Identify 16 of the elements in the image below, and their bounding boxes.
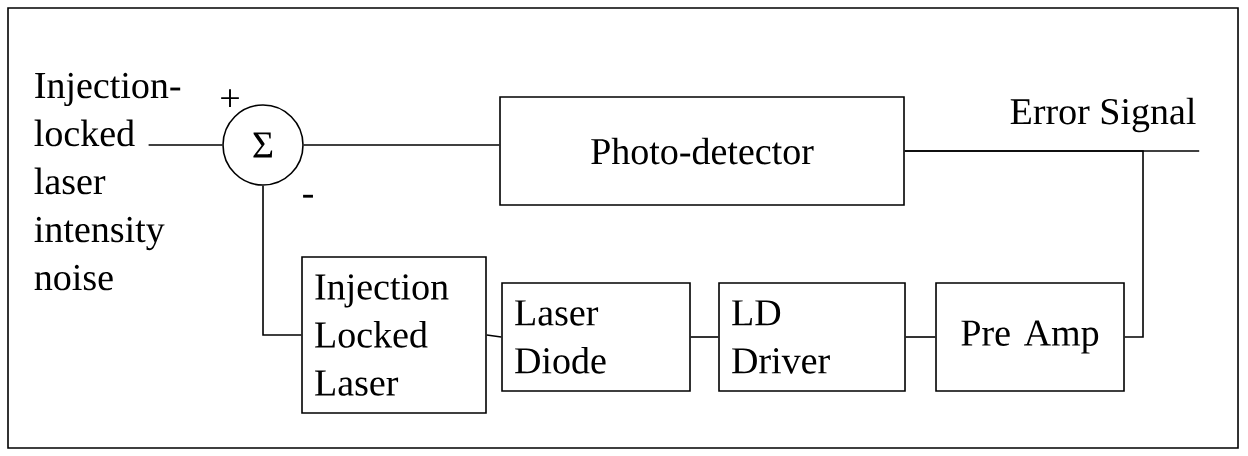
- process-box: Laser Diode: [501, 282, 691, 392]
- connector-line: [905, 336, 936, 338]
- connector-line: [904, 150, 1144, 338]
- process-box: Injection Locked Laser: [301, 256, 487, 414]
- output-label: Error Signal: [1010, 97, 1196, 133]
- process-box: LD Driver: [718, 282, 906, 392]
- edge-label: -: [303, 194, 313, 198]
- process-box: Pre Amp: [935, 282, 1125, 392]
- edge-label: +: [221, 89, 239, 107]
- connector-line: [690, 336, 719, 338]
- connector-line: [147, 144, 223, 146]
- input-label: Injection-locked laser intensity noise: [34, 72, 181, 291]
- process-box: Photo-detector: [499, 96, 905, 206]
- connector-line: [486, 334, 502, 338]
- connector-line: [303, 144, 500, 146]
- connector-line: [262, 185, 302, 336]
